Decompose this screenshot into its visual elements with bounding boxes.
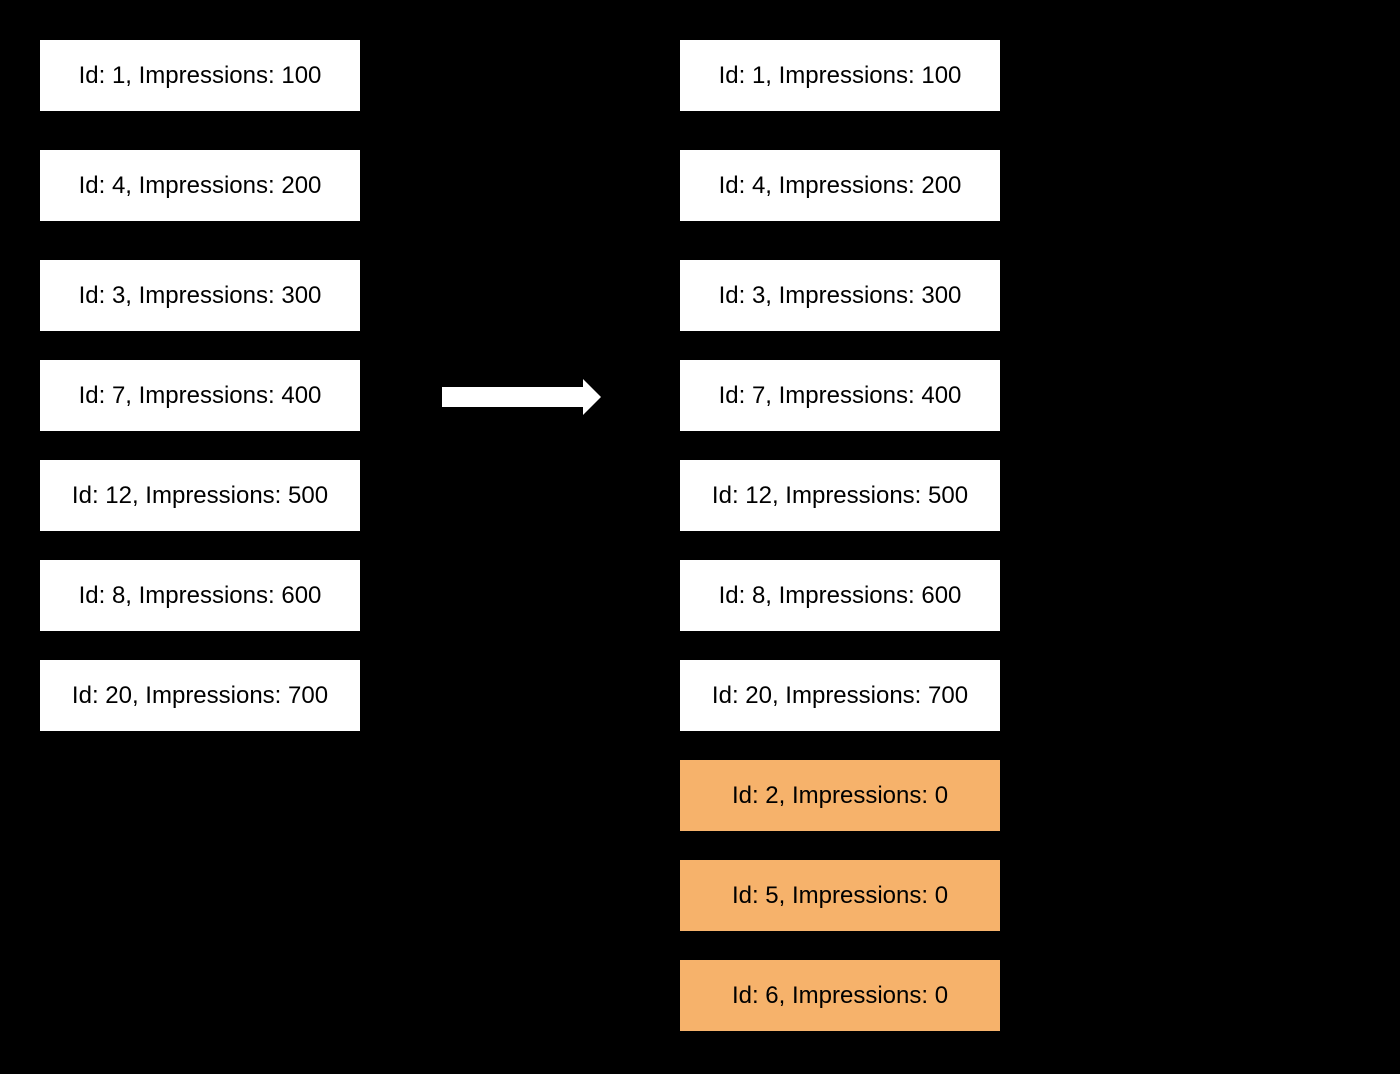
- input-list-item: Id: 4, Impressions: 200: [40, 150, 360, 221]
- output-list-item: Id: 12, Impressions: 500: [680, 460, 1000, 531]
- input-list-item: Id: 12, Impressions: 500: [40, 460, 360, 531]
- output-list-item: Id: 3, Impressions: 300: [680, 260, 1000, 331]
- output-list-item: Id: 7, Impressions: 400: [680, 360, 1000, 431]
- input-list-item: Id: 7, Impressions: 400: [40, 360, 360, 431]
- output-list-item: Id: 8, Impressions: 600: [680, 560, 1000, 631]
- output-list-item: Id: 4, Impressions: 200: [680, 150, 1000, 221]
- output-list-item: Id: 20, Impressions: 700: [680, 660, 1000, 731]
- input-list-item: Id: 1, Impressions: 100: [40, 40, 360, 111]
- right-arrow-icon: [442, 379, 601, 415]
- input-list-item: Id: 3, Impressions: 300: [40, 260, 360, 331]
- input-list-item: Id: 8, Impressions: 600: [40, 560, 360, 631]
- output-list-item: Id: 1, Impressions: 100: [680, 40, 1000, 111]
- input-list-item: Id: 20, Impressions: 700: [40, 660, 360, 731]
- output-list-item-highlighted: Id: 6, Impressions: 0: [680, 960, 1000, 1031]
- output-list-item-highlighted: Id: 5, Impressions: 0: [680, 860, 1000, 931]
- output-list-item-highlighted: Id: 2, Impressions: 0: [680, 760, 1000, 831]
